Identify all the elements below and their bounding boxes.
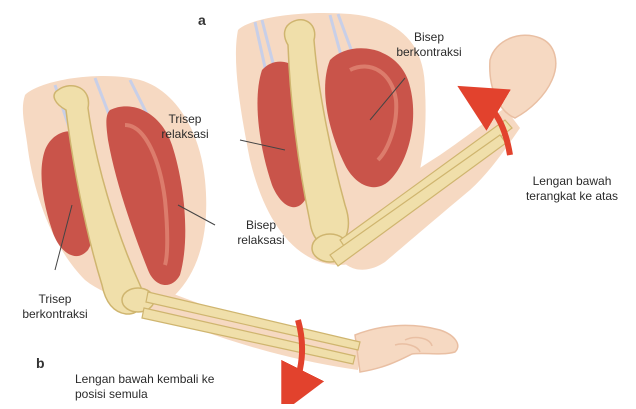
panel-b-biceps-line2: relaksasi xyxy=(226,233,296,248)
panel-a-biceps-line1: Bisep xyxy=(384,30,474,45)
panel-b-triceps-label: Trisep berkontraksi xyxy=(10,292,100,322)
panel-b-movement-line2: posisi semula xyxy=(75,387,214,402)
panel-a-triceps-line2: relaksasi xyxy=(150,127,220,142)
panel-b-movement-line1: Lengan bawah kembali ke xyxy=(75,372,214,387)
panel-b-triceps-line1: Trisep xyxy=(10,292,100,307)
panel-a-movement-line2: terangkat ke atas xyxy=(512,189,632,204)
panel-a-biceps-line2: berkontraksi xyxy=(384,45,474,60)
panel-a-triceps-label: Trisep relaksasi xyxy=(150,112,220,142)
panel-b-biceps-line1: Bisep xyxy=(226,218,296,233)
panel-a-biceps-label: Bisep berkontraksi xyxy=(384,30,474,60)
panel-a-movement-line1: Lengan bawah xyxy=(512,174,632,189)
panel-a-movement-label: Lengan bawah terangkat ke atas xyxy=(512,174,632,204)
panel-b-tag: b xyxy=(36,355,45,371)
panel-b-hand xyxy=(355,325,458,372)
panel-b-movement-label: Lengan bawah kembali ke posisi semula xyxy=(75,372,214,402)
panel-a-tag: a xyxy=(198,12,206,28)
panel-b-triceps-line2: berkontraksi xyxy=(10,307,100,322)
panel-a-triceps-line1: Trisep xyxy=(150,112,220,127)
panel-a-fist xyxy=(490,35,556,118)
panel-b-biceps-label: Bisep relaksasi xyxy=(226,218,296,248)
